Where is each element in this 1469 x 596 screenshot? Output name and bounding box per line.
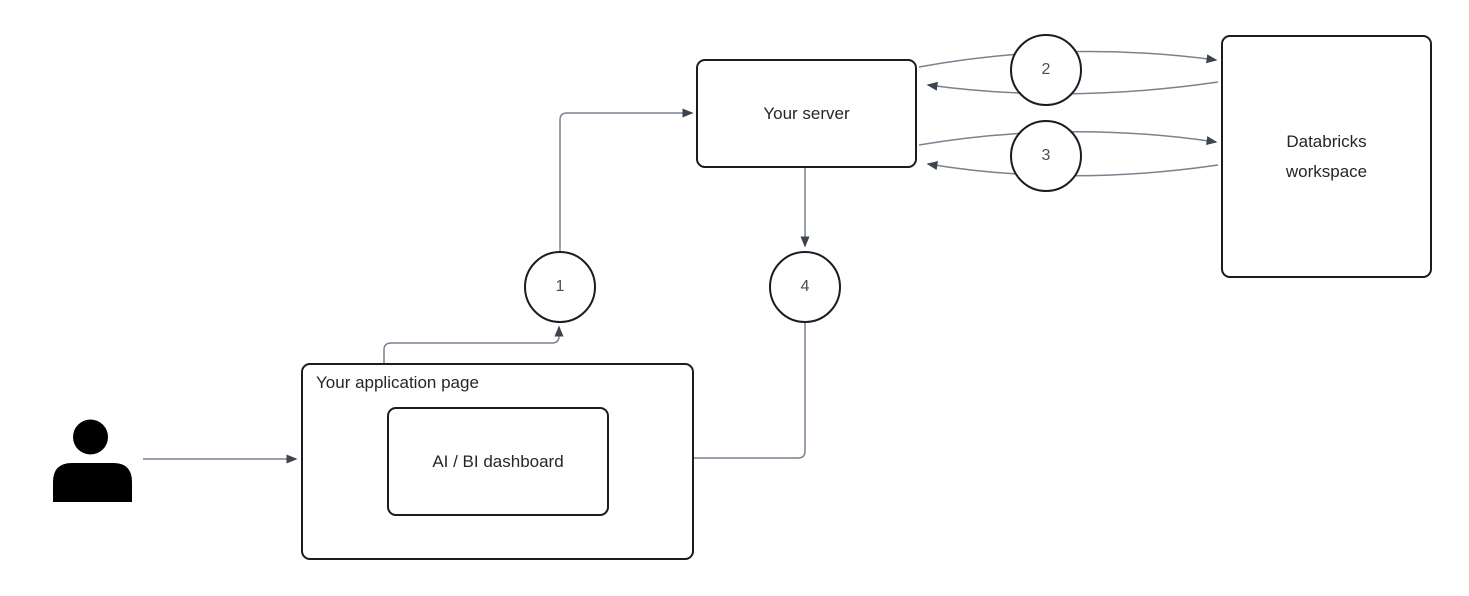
databricks-workspace-box: Databricks workspace [1221,35,1432,278]
arrow-app-to-step1 [383,325,564,363]
step-number-3: 3 [1041,147,1051,164]
server-box: Your server [696,59,917,168]
application-page-label: Your application page [316,373,479,392]
arrow-step1-to-server [559,108,694,251]
arrow-step4-to-dashboard [612,323,806,463]
dashboard-box: AI / BI dashboard [387,407,609,516]
step-circle-3: 3 [1010,120,1082,192]
step-circle-2: 2 [1010,34,1082,106]
step-circle-1: 1 [524,251,596,323]
step-number-2: 2 [1041,61,1051,78]
person-icon [53,419,132,502]
server-label: Your server [763,103,850,123]
user-node [53,419,132,502]
step-circle-4: 4 [769,251,841,323]
step-number-4: 4 [800,278,810,295]
application-page-box: Your application page AI / BI dashboard [301,363,694,560]
databricks-workspace-label: Databricks workspace [1285,132,1368,181]
step-number-1: 1 [555,278,565,295]
dashboard-label: AI / BI dashboard [432,451,564,471]
